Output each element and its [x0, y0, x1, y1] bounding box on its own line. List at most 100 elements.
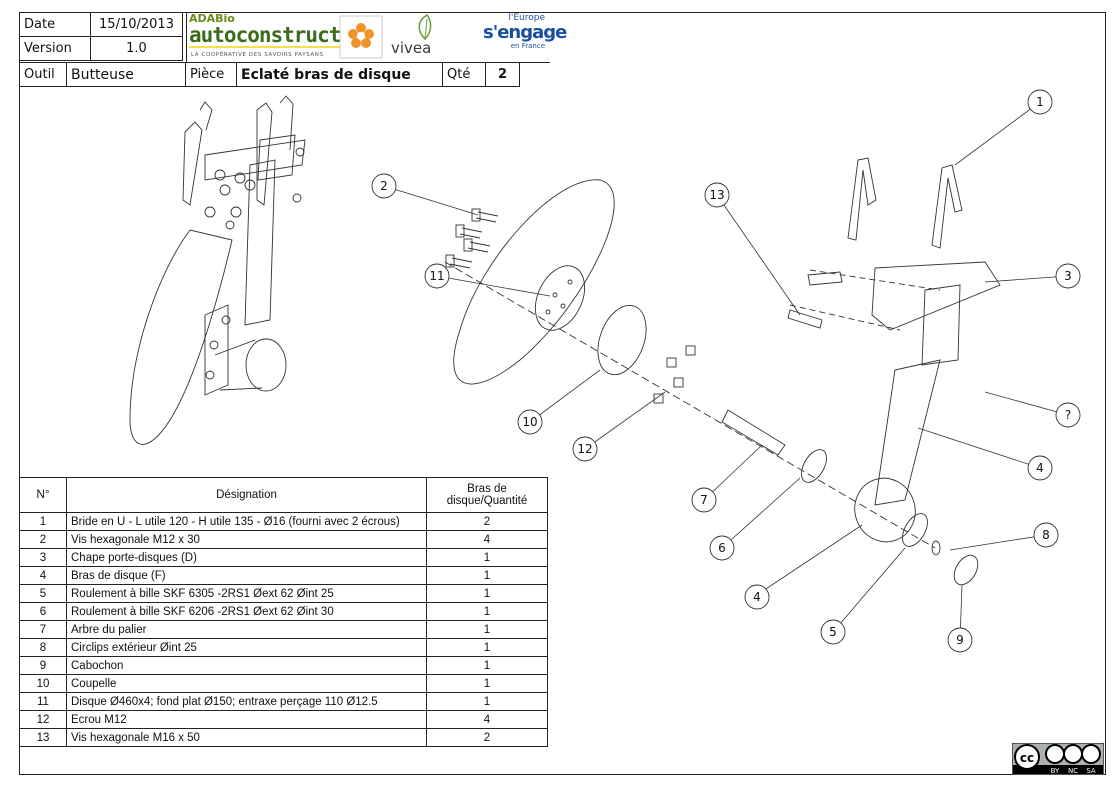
bearing-6 [801, 449, 827, 483]
svg-text:cc: cc [1020, 751, 1034, 765]
bom-cell-num: 4 [19, 566, 67, 585]
svg-text:4: 4 [753, 590, 761, 604]
assembled-view [129, 95, 306, 445]
vivea-wordmark: vivea [391, 39, 432, 57]
vivea-logo: vivea [391, 13, 471, 61]
callout-2: 2 [371, 173, 397, 199]
callout-6: 6 [709, 535, 735, 561]
nuts-m12 [653, 345, 696, 404]
svg-text:6: 6 [718, 541, 726, 555]
svg-text:SA: SA [1086, 767, 1096, 775]
bom-cell-designation: Cabochon [66, 656, 427, 675]
bom-cell-qty: 1 [426, 566, 548, 585]
europe-wordmark: s'engage [483, 22, 567, 43]
bom-cell-num: 11 [19, 692, 67, 711]
bom-cell-designation: Vis hexagonale M16 x 50 [66, 728, 427, 747]
bom-cell-num: 10 [19, 674, 67, 693]
bom-cell-qty: 1 [426, 692, 548, 711]
bom-cell-num: 7 [19, 620, 67, 639]
svg-text:1: 1 [1036, 95, 1044, 109]
nc-icon [1063, 744, 1083, 764]
bom-cell-num: 13 [19, 728, 67, 747]
svg-text:11: 11 [429, 269, 444, 283]
bom-cell-num: 8 [19, 638, 67, 657]
bom-cell-qty: 1 [426, 674, 548, 693]
callout-unknown: ? [1055, 402, 1081, 428]
leaf-icon [418, 14, 432, 41]
bom-cell-qty: 1 [426, 602, 548, 621]
title-block: Date 15/10/2013 Version 1.0 [19, 12, 183, 61]
callout-9: 9 [947, 627, 973, 653]
drawing-sheet-border [19, 12, 1106, 775]
sa-icon [1081, 744, 1101, 764]
bom-header-num: N° [19, 477, 67, 513]
bom-cell-designation: Vis hexagonale M12 x 30 [66, 530, 427, 549]
bom-cell-qty: 1 [426, 620, 548, 639]
bom-cell-qty: 2 [426, 728, 548, 747]
bom-cell-qty: 1 [426, 584, 548, 603]
bom-cell-designation: Ecrou M12 [66, 710, 427, 729]
circlip-part [931, 540, 941, 556]
bom-cell-designation: Arbre du palier [66, 620, 427, 639]
callout-5: 5 [820, 619, 846, 645]
svg-text:7: 7 [700, 493, 708, 507]
callout-10: 10 [517, 409, 543, 435]
europe-logo: l'Europe s'engage en France [479, 13, 567, 61]
bom-cell-designation: Roulement à bille SKF 6305 -2RS1 Øext 62… [66, 584, 427, 603]
qte-value: 2 [485, 62, 520, 87]
bom-header-qty: Bras de disque/Quantité [426, 477, 548, 513]
adabio-logo: ADABio autoconstruction LA COOPÉRATIVE D… [189, 12, 376, 61]
disc-part [453, 179, 615, 385]
outil-value: Butteuse [66, 62, 186, 87]
bom-cell-qty: 2 [426, 512, 548, 531]
shaft-part [721, 409, 786, 456]
callout-12: 12 [572, 436, 598, 462]
bom-cell-num: 9 [19, 656, 67, 675]
svg-text:?: ? [1065, 408, 1071, 422]
svg-text:12: 12 [577, 442, 592, 456]
bom-cell-qty: 1 [426, 638, 548, 657]
bom-cell-num: 2 [19, 530, 67, 549]
bom-cell-designation: Disque Ø460x4; fond plat Ø150; entraxe p… [66, 692, 427, 711]
svg-text:8: 8 [1042, 528, 1050, 542]
leader-lines [383, 101, 1069, 641]
svg-text:5: 5 [829, 625, 837, 639]
bom-cell-num: 6 [19, 602, 67, 621]
version-label: Version [19, 36, 91, 61]
date-label: Date [19, 12, 91, 37]
svg-text:10: 10 [522, 415, 537, 429]
callout-1: 1 [1027, 89, 1053, 115]
bom-cell-qty: 1 [426, 548, 548, 567]
arm-assembly [787, 157, 1001, 547]
svg-text:13: 13 [709, 188, 724, 202]
flower-logo-icon [339, 15, 383, 59]
assembly-axis [444, 261, 936, 549]
bom-cell-designation: Bride en U - L utile 120 - H utile 135 -… [66, 512, 427, 531]
outil-label: Outil [19, 62, 67, 87]
bom-cell-designation: Roulement à bille SKF 6206 -2RS1 Øext 62… [66, 602, 427, 621]
svg-text:3: 3 [1064, 269, 1072, 283]
qte-label: Qté [442, 62, 486, 87]
piece-label: Pièce [185, 62, 237, 87]
bom-cell-designation: Chape porte-disques (D) [66, 548, 427, 567]
bom-cell-qty: 1 [426, 656, 548, 675]
svg-text:2: 2 [380, 179, 388, 193]
callout-4a: 4 [1027, 455, 1053, 481]
date-value: 15/10/2013 [90, 12, 183, 37]
svg-text:NC: NC [1068, 767, 1078, 775]
bom-cell-num: 5 [19, 584, 67, 603]
bom-cell-qty: 4 [426, 710, 548, 729]
callout-4b: 4 [744, 584, 770, 610]
svg-text:BY: BY [1051, 767, 1060, 775]
svg-text:9: 9 [956, 633, 964, 647]
callout-8: 8 [1033, 522, 1059, 548]
